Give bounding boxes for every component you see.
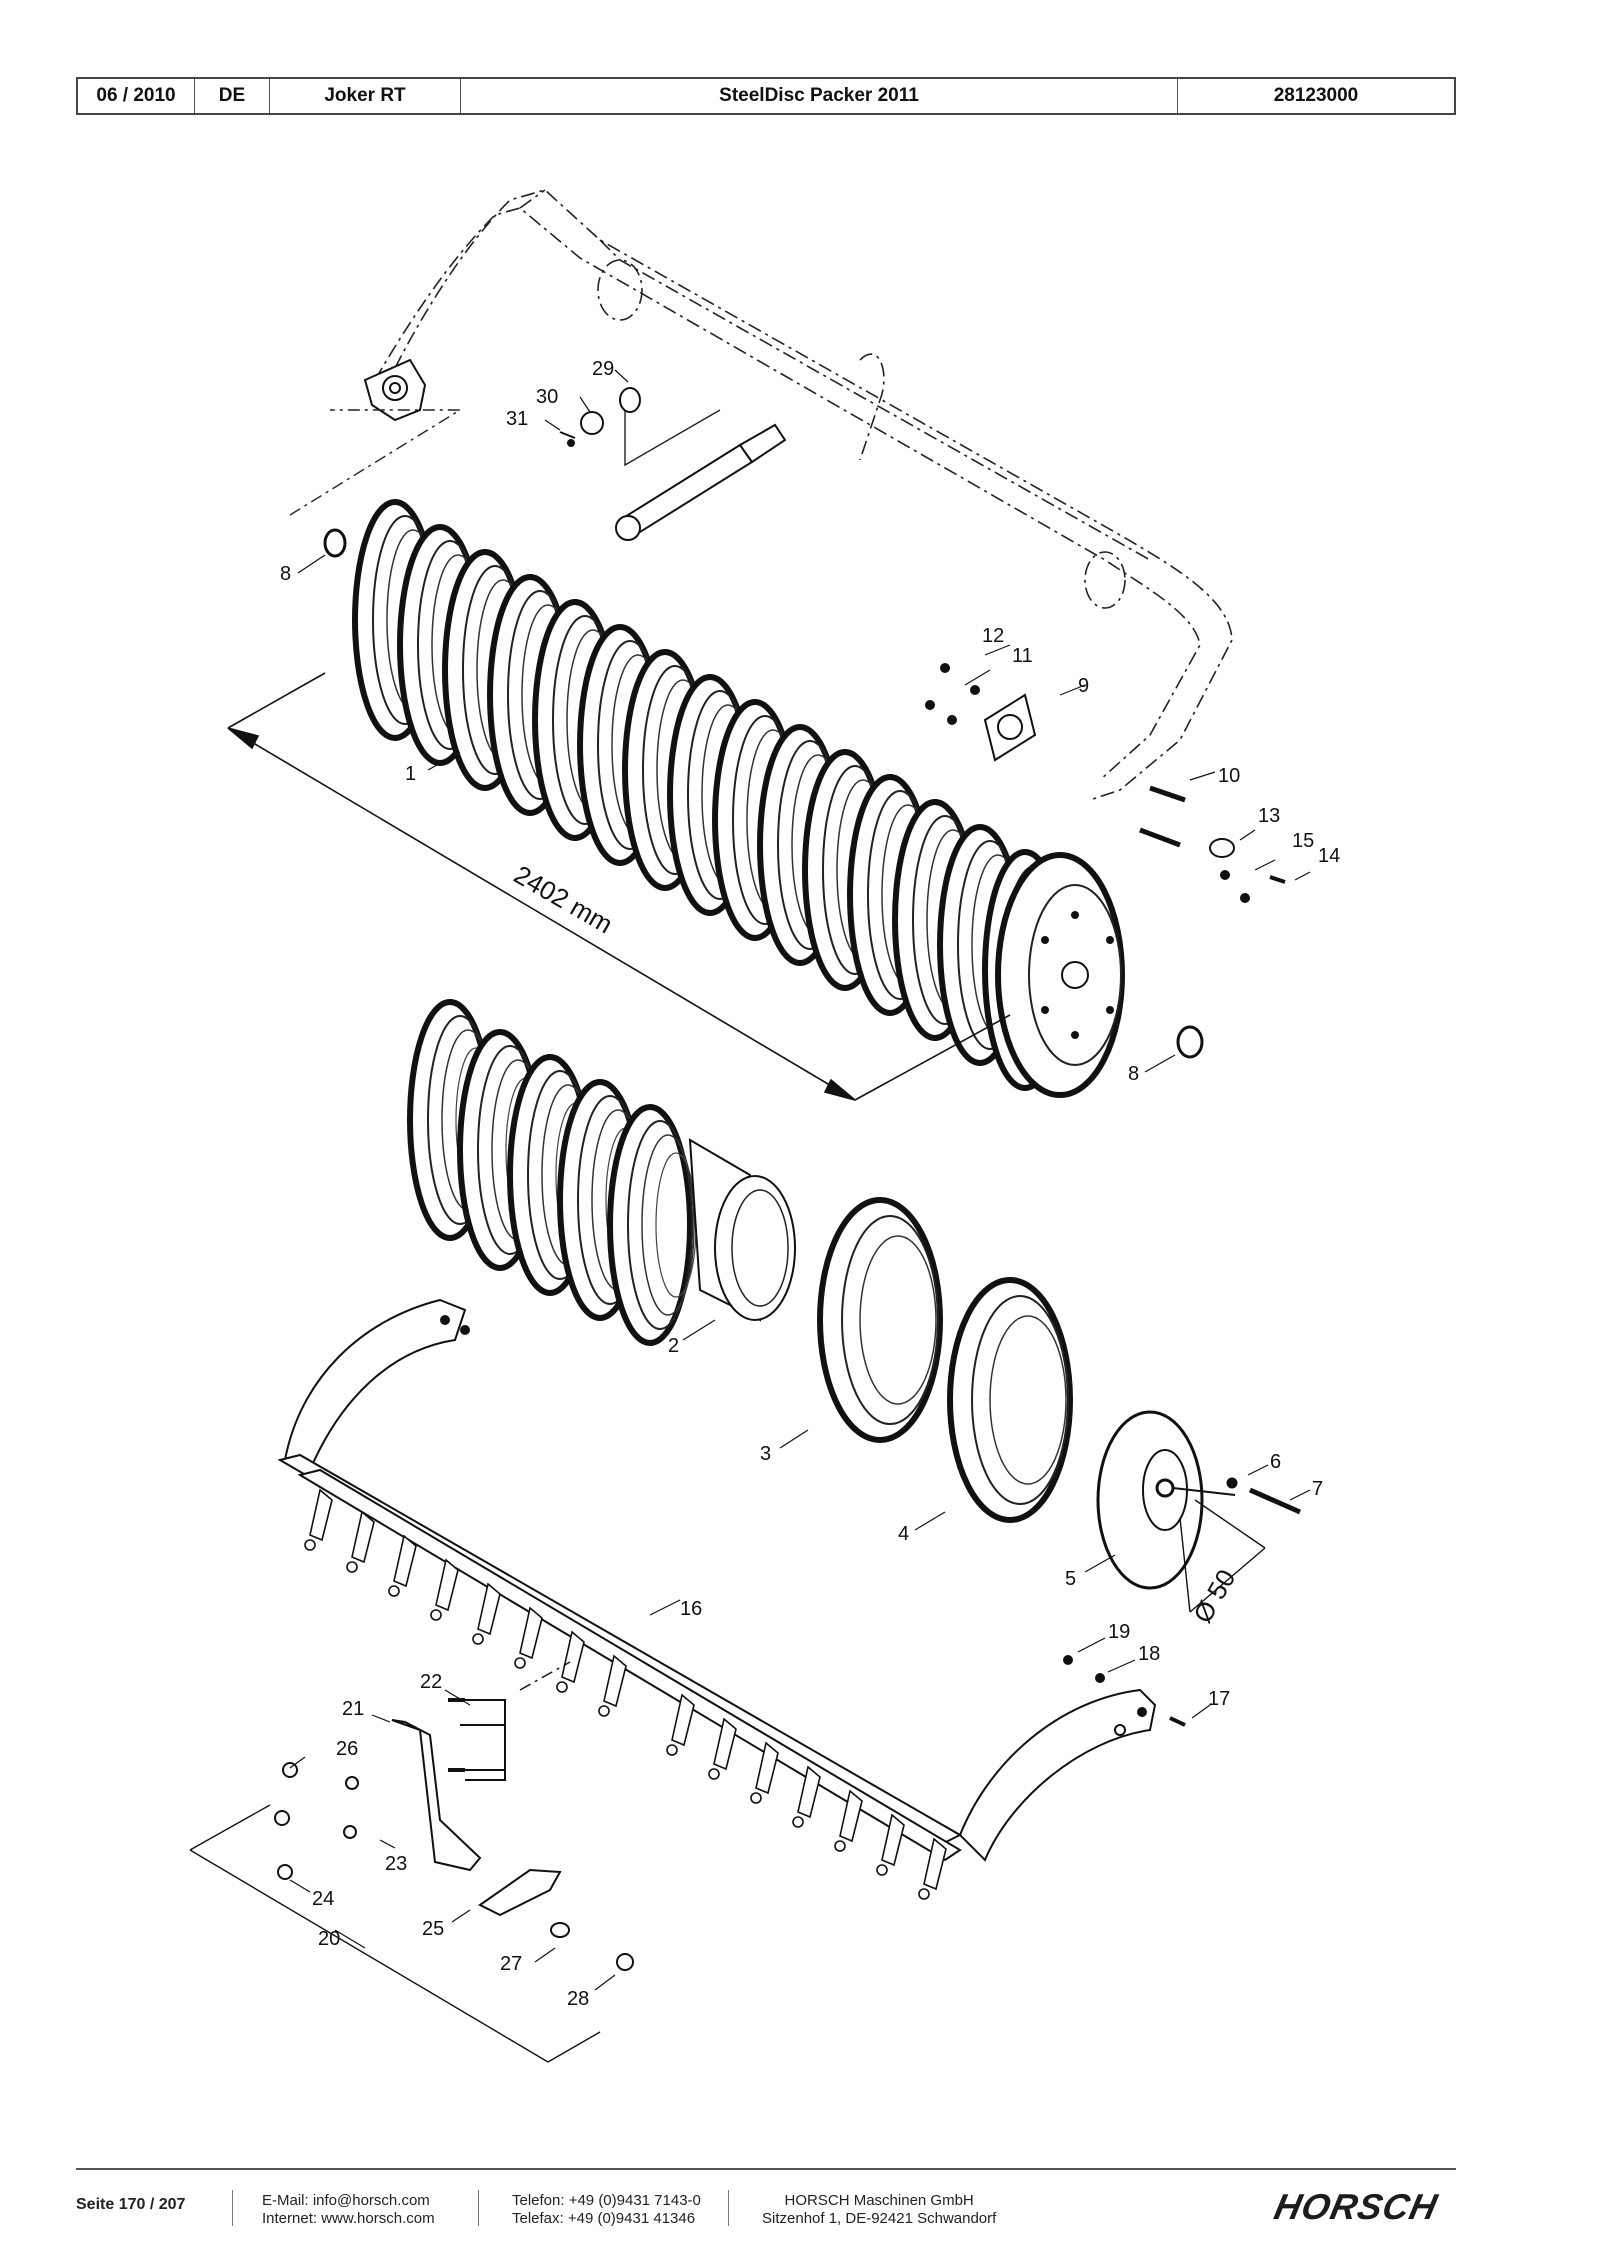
- disc-3: [820, 1200, 940, 1440]
- dimension-diameter: [1179, 1499, 1266, 1613]
- holder-bracket-lines: [189, 1661, 601, 2063]
- header-date: 06 / 2010: [78, 79, 195, 113]
- callout-6: 6: [1270, 1451, 1281, 1473]
- hub-flange-5: [1096, 1410, 1302, 1590]
- callout-27: 27: [500, 1953, 522, 1975]
- callout-1: 1: [405, 763, 416, 785]
- callout-16: 16: [680, 1598, 702, 1620]
- dimension-2402: [227, 672, 1011, 1101]
- callout-17: 17: [1208, 1688, 1230, 1710]
- packer-roller-assembly: [355, 502, 1125, 1098]
- callout-7: 7: [1312, 1478, 1323, 1500]
- callout-25: 25: [422, 1918, 444, 1940]
- callout-4: 4: [898, 1523, 909, 1545]
- callout-2: 2: [668, 1335, 679, 1357]
- callout-13: 13: [1258, 805, 1280, 827]
- header-part-number: 28123000: [1273, 85, 1359, 106]
- footer-company: HORSCH Maschinen GmbH: [784, 2192, 974, 2209]
- footer-company-block: HORSCH Maschinen GmbH Sitzenhof 1, DE-92…: [762, 2192, 996, 2228]
- disc-4: [950, 1280, 1070, 1520]
- footer-contact-web: E-Mail: info@horsch.com Internet: www.ho…: [262, 2192, 435, 2228]
- header-title: SteelDisc Packer 2011: [461, 79, 1178, 113]
- header-language: DE: [195, 79, 270, 113]
- callout-10: 10: [1218, 765, 1240, 787]
- callout-15: 15: [1292, 830, 1314, 852]
- callout-8b: 8: [1128, 1063, 1139, 1085]
- footer-fax: Telefax: +49 (0)9431 41346: [512, 2210, 696, 2227]
- dimension-diameter-label: Ø 50: [1187, 1564, 1241, 1628]
- callout-22: 22: [420, 1671, 442, 1693]
- page-number: Seite 170 / 207: [76, 2196, 186, 2213]
- callout-5: 5: [1065, 1568, 1076, 1590]
- callout-20: 20: [318, 1928, 340, 1950]
- callout-29: 29: [592, 358, 614, 380]
- callout-26: 26: [336, 1738, 358, 1760]
- footer-separator: [728, 2190, 729, 2226]
- scraper-bar-assembly: [277, 1298, 1157, 1862]
- horsch-logo: HORSCH: [1270, 2186, 1442, 2227]
- roller-segment-2: [410, 1002, 796, 1343]
- callout-12: 12: [982, 625, 1004, 647]
- callout-9: 9: [1078, 675, 1089, 697]
- footer-email: E-Mail: info@horsch.com: [262, 2192, 430, 2209]
- callout-31: 31: [506, 408, 528, 430]
- callout-3: 3: [760, 1443, 771, 1465]
- callout-21: 21: [342, 1698, 364, 1720]
- callout-labels: 1 2 3 4 5 6 7 8 8 9 10 11 12 13 14 15 16…: [280, 358, 1340, 2010]
- callout-8a: 8: [280, 563, 291, 585]
- callout-19: 19: [1108, 1621, 1130, 1643]
- frame-bracket-left: [363, 358, 427, 422]
- header-model: Joker RT: [270, 79, 461, 113]
- leader-lines: [289, 400, 721, 516]
- footer-phone: Telefon: +49 (0)9431 7143-0: [512, 2192, 701, 2209]
- holder-assembly: [274, 1698, 634, 1971]
- callout-23: 23: [385, 1853, 407, 1875]
- callout-14: 14: [1318, 845, 1340, 867]
- scraper-tines: [304, 1488, 947, 1900]
- footer-separator: [478, 2190, 479, 2226]
- callout-leaders: [289, 369, 1311, 1991]
- bearing-parts-right: [925, 663, 1286, 903]
- footer-address: Sitzenhof 1, DE-92421 Schwandorf: [762, 2210, 997, 2227]
- callout-11: 11: [1012, 645, 1033, 667]
- header-table: 06 / 2010 DE Joker RT SteelDisc Packer 2…: [76, 77, 1456, 115]
- footer-internet: Internet: www.horsch.com: [262, 2210, 435, 2227]
- callout-30: 30: [536, 386, 558, 408]
- callout-24: 24: [312, 1888, 334, 1910]
- bolt-parts-arm: [1063, 1655, 1186, 1727]
- cylinder: [615, 423, 787, 541]
- footer-separator: [232, 2190, 233, 2226]
- frame-outline: [374, 189, 1233, 801]
- footer-divider: [76, 2168, 1456, 2170]
- callout-28: 28: [567, 1988, 589, 2010]
- callout-18: 18: [1138, 1643, 1160, 1665]
- bolt-parts-top: [559, 387, 641, 447]
- footer-contact-phone: Telefon: +49 (0)9431 7143-0 Telefax: +49…: [512, 2192, 701, 2228]
- ring-8: [323, 528, 1204, 1059]
